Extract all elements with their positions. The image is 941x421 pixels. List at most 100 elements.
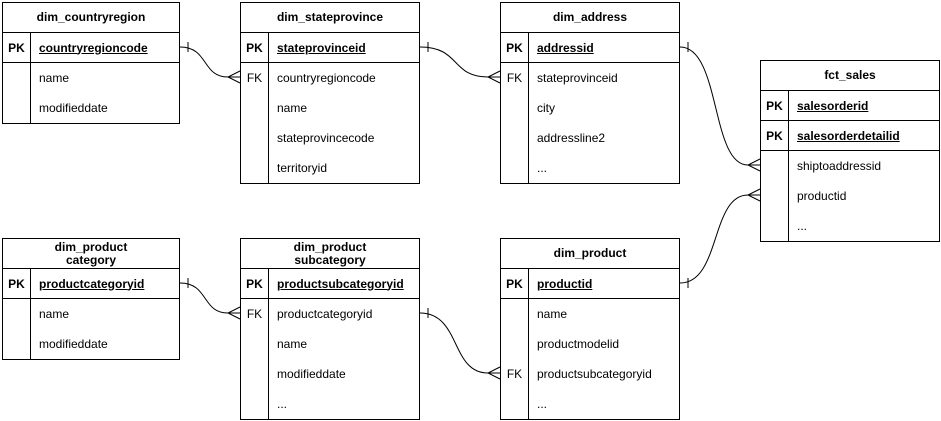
empty-key-cell <box>241 389 269 419</box>
entity-title-line: fct_sales <box>824 68 876 82</box>
empty-key-cell <box>501 329 529 359</box>
field-row-territoryid: territoryid <box>241 153 419 183</box>
fk-key-label: FK <box>241 63 269 93</box>
relationship-connector-dim_product_category-to-dim_product_subcategory <box>179 278 241 320</box>
field-name: stateprovinceid <box>537 71 618 85</box>
field-name: ... <box>537 161 548 175</box>
field-row-shiptoaddressid: shiptoaddressid <box>761 151 939 181</box>
field-row-salesorderid: PK salesorderid <box>761 91 939 121</box>
field-name: ... <box>797 219 808 233</box>
empty-key-cell <box>3 329 31 359</box>
field-row-productmodelid: productmodelid <box>501 329 679 359</box>
field-row-name: name <box>3 299 179 329</box>
connector-line <box>179 282 229 314</box>
pk-key-label: PK <box>761 91 789 120</box>
field-name: ... <box>277 397 288 411</box>
field-name: stateprovinceid <box>277 40 366 55</box>
empty-key-cell <box>501 123 529 153</box>
field-name: addressid <box>537 40 594 55</box>
field-row-city: city <box>501 93 679 123</box>
field-row-name: name <box>501 299 679 329</box>
connector-line <box>179 46 229 78</box>
relationship-connector-dim_product-to-fct_sales <box>679 188 761 288</box>
entity-title: dim_stateprovince <box>241 3 419 33</box>
field-row-name: name <box>241 93 419 123</box>
entity-title-line: subcategory <box>294 252 366 267</box>
pk-key-label: PK <box>501 269 529 298</box>
relationship-connector-dim_product_subcategory-to-dim_product <box>419 308 501 380</box>
field-row-name: name <box>241 329 419 359</box>
field-name: name <box>39 71 70 85</box>
pk-key-label: PK <box>761 121 789 150</box>
cardinality-many-crows-foot-icon <box>746 158 761 172</box>
field-name: addressline2 <box>537 131 606 145</box>
field-row-modifieddate: modifieddate <box>3 329 179 359</box>
field-name: productid <box>537 276 593 291</box>
field-name: productsubcategoryid <box>277 276 404 291</box>
field-row-productid: productid <box>761 181 939 211</box>
cardinality-many-crows-foot-icon <box>486 70 501 84</box>
empty-key-cell <box>241 153 269 183</box>
relationship-connector-dim_countryregion-to-dim_stateprovince <box>179 42 241 84</box>
field-name: productcategoryid <box>39 276 145 291</box>
field-name: productid <box>797 189 847 203</box>
field-row-stateprovinceid: PK stateprovinceid <box>241 33 419 63</box>
cardinality-many-crows-foot-icon <box>486 366 501 380</box>
field-name: productmodelid <box>537 337 620 351</box>
entity-title: dim_address <box>501 3 679 33</box>
fk-key-label: FK <box>241 299 269 329</box>
field-row-productid: PK productid <box>501 269 679 299</box>
cardinality-many-crows-foot-icon <box>226 70 241 84</box>
field-name: modifieddate <box>39 101 108 115</box>
pk-key-label: PK <box>241 269 269 298</box>
field-row-addressline2: addressline2 <box>501 123 679 153</box>
field-name: territoryid <box>277 161 328 175</box>
field-row-more-fields: ... <box>241 389 419 419</box>
entity-title: fct_sales <box>761 61 939 91</box>
field-row-more-fields: ... <box>501 153 679 183</box>
entity-title-line: dim_countryregion <box>36 10 146 24</box>
pk-key-label: PK <box>241 33 269 62</box>
field-row-stateprovincecode: stateprovincecode <box>241 123 419 153</box>
empty-key-cell <box>761 181 789 211</box>
empty-key-cell <box>761 151 789 181</box>
empty-key-cell <box>761 211 789 241</box>
field-name: name <box>537 307 568 321</box>
field-name: shiptoaddressid <box>797 159 882 173</box>
field-row-productcategoryid: PK productcategoryid <box>3 269 179 299</box>
empty-key-cell <box>241 93 269 123</box>
entity-title-line: dim_stateprovince <box>276 10 384 24</box>
field-row-modifieddate: modifieddate <box>3 93 179 123</box>
connector-line <box>419 46 489 78</box>
empty-key-cell <box>501 299 529 329</box>
entity-title: dim_countryregion <box>3 3 179 33</box>
relationship-connector-dim_stateprovince-to-dim_address <box>419 42 501 84</box>
field-row-more-fields: ... <box>761 211 939 241</box>
field-name: salesorderdetailid <box>797 128 900 143</box>
empty-key-cell <box>501 93 529 123</box>
field-name: stateprovincecode <box>277 131 375 145</box>
pk-key-label: PK <box>3 269 31 298</box>
field-row-productsubcategoryid: PK productsubcategoryid <box>241 269 419 299</box>
entity-title-line: dim_product <box>553 246 627 260</box>
pk-key-label: PK <box>3 33 31 62</box>
empty-key-cell <box>3 93 31 123</box>
field-row-salesorderdetailid: PK salesorderdetailid <box>761 121 939 151</box>
field-name: salesorderid <box>797 98 869 113</box>
empty-key-cell <box>3 299 31 329</box>
field-name: name <box>39 307 70 321</box>
connector-line <box>679 194 749 284</box>
entity-title: dim_product <box>501 239 679 269</box>
